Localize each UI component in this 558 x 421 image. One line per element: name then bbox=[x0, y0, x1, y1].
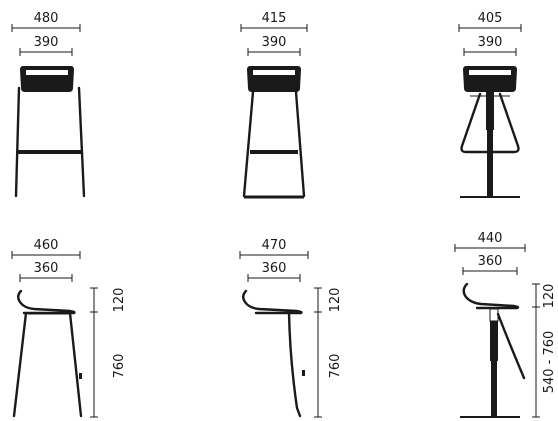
dimension-inner-width: 360 bbox=[19, 261, 73, 282]
dimension-outer-width: 480 bbox=[11, 11, 81, 32]
outer-width-label: 460 bbox=[34, 238, 59, 253]
grip-slot bbox=[26, 70, 68, 75]
outer-width-label: 415 bbox=[262, 11, 287, 26]
dimension-back-height: 120 bbox=[90, 287, 127, 313]
seat-profile bbox=[462, 282, 520, 310]
inner-width-label: 390 bbox=[34, 35, 59, 50]
grip-slot bbox=[469, 70, 511, 75]
front-view-stool-c: 405 390 bbox=[458, 11, 522, 198]
dimension-outer-width: 405 bbox=[458, 11, 522, 32]
dimension-seat-height: 760 bbox=[314, 312, 343, 418]
dimension-inner-width: 360 bbox=[462, 254, 518, 275]
outer-width-label: 440 bbox=[478, 231, 503, 246]
front-view-stool-a: 480 390 bbox=[11, 11, 86, 198]
outer-width-label: 405 bbox=[478, 11, 503, 26]
gas-lift-column bbox=[487, 130, 493, 196]
side-view-stool-b: 470 360 120 760 bbox=[239, 238, 343, 418]
left-leg bbox=[14, 86, 21, 198]
front-view-stool-b: 415 390 bbox=[240, 11, 308, 199]
dimension-seat-height: 540 - 760 bbox=[532, 307, 557, 418]
dimension-inner-width: 390 bbox=[463, 35, 517, 56]
inner-width-label: 390 bbox=[262, 35, 287, 50]
leg-sled bbox=[287, 311, 302, 418]
lift-lever bbox=[489, 308, 499, 322]
gas-lift-column bbox=[491, 361, 497, 416]
footrest-rod bbox=[496, 312, 526, 380]
rear-leg bbox=[68, 311, 83, 418]
dimension-back-height: 120 bbox=[532, 283, 557, 309]
triangular-footrest bbox=[460, 92, 520, 154]
gas-lift-sleeve bbox=[486, 92, 494, 130]
seat-height-label: 540 - 760 bbox=[542, 331, 557, 394]
inner-width-label: 390 bbox=[478, 35, 503, 50]
seat-shell bbox=[20, 66, 74, 92]
seat-profile bbox=[242, 289, 303, 315]
gas-lift-sleeve bbox=[490, 321, 498, 361]
seat-height-label: 760 bbox=[112, 354, 127, 379]
right-leg bbox=[294, 90, 306, 198]
dimension-inner-width: 390 bbox=[247, 35, 301, 56]
dimension-outer-width: 470 bbox=[239, 238, 309, 259]
dimension-outer-width: 415 bbox=[240, 11, 308, 32]
inner-width-label: 360 bbox=[478, 254, 503, 269]
inner-width-label: 360 bbox=[262, 261, 287, 276]
dimension-outer-width: 440 bbox=[454, 231, 526, 252]
inner-width-label: 360 bbox=[34, 261, 59, 276]
back-height-label: 120 bbox=[112, 288, 127, 313]
seat-shell bbox=[463, 66, 517, 92]
left-leg bbox=[242, 90, 255, 198]
side-view-stool-c: 440 360 120 540 - 760 bbox=[454, 231, 557, 418]
back-height-label: 120 bbox=[328, 288, 343, 313]
outer-width-label: 470 bbox=[262, 238, 287, 253]
footrest-stub bbox=[302, 370, 305, 376]
outer-width-label: 480 bbox=[34, 11, 59, 26]
dimension-outer-width: 460 bbox=[11, 238, 81, 259]
dimension-back-height: 120 bbox=[314, 287, 343, 313]
grip-slot bbox=[253, 70, 295, 75]
seat-profile bbox=[17, 289, 76, 315]
dimension-seat-height: 760 bbox=[90, 312, 127, 418]
footrest-stub bbox=[79, 373, 82, 379]
dimension-inner-width: 360 bbox=[247, 261, 301, 282]
back-height-label: 120 bbox=[542, 284, 557, 309]
seat-shell bbox=[247, 66, 301, 92]
dimension-inner-width: 390 bbox=[19, 35, 73, 56]
front-leg bbox=[12, 311, 28, 418]
seat-height-label: 760 bbox=[328, 354, 343, 379]
side-view-stool-a: 460 360 120 760 bbox=[11, 238, 127, 418]
right-leg bbox=[77, 86, 86, 198]
